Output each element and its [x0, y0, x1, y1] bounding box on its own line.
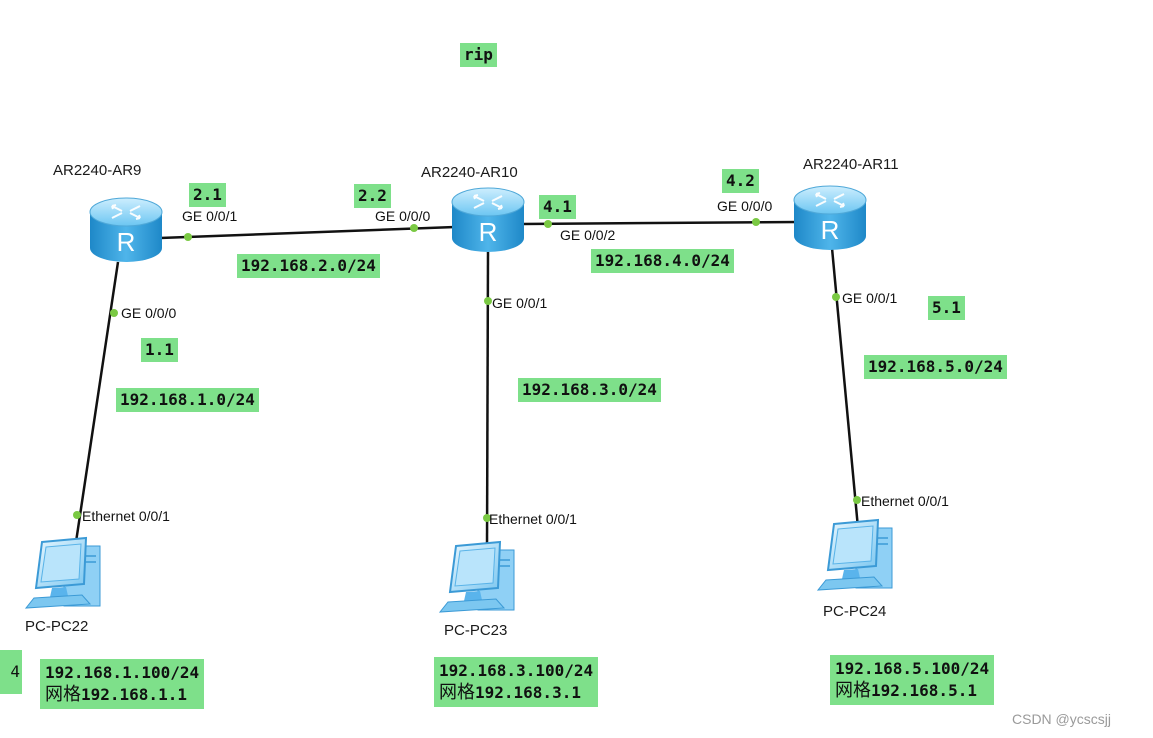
network-note-192-168-3-0: 192.168.3.0/24 — [518, 378, 661, 402]
port-label-pc23-eth: Ethernet 0/0/1 — [489, 511, 577, 527]
pc22-gateway-label: 网格 — [45, 684, 81, 705]
port-dot-ar9-ge001 — [184, 233, 192, 241]
port-dot-ar9-ge000 — [110, 309, 118, 317]
port-dot-pc24-eth — [853, 496, 861, 504]
pc23-gateway: 192.168.3.1 — [475, 683, 581, 702]
pc23-address-note: 192.168.3.100/24 网格192.168.3.1 — [434, 657, 599, 707]
ip-note-4-2: 4.2 — [722, 169, 759, 193]
watermark: CSDN @ycscsjj — [1012, 711, 1111, 727]
pc22-address-note: 192.168.1.100/24 网格192.168.1.1 — [40, 659, 205, 709]
ip-note-2-2: 2.2 — [354, 184, 391, 208]
network-note-192-168-5-0: 192.168.5.0/24 — [864, 355, 1007, 379]
pc23-gateway-line: 网格192.168.3.1 — [439, 682, 593, 704]
port-dot-ar11-ge000 — [752, 218, 760, 226]
port-dot-pc23-eth — [483, 514, 491, 522]
network-note-192-168-2-0: 192.168.2.0/24 — [237, 254, 380, 278]
port-label-ar9-ge000: GE 0/0/0 — [121, 305, 177, 321]
port-label-ar11-ge000: GE 0/0/0 — [717, 198, 773, 214]
pc-icon[interactable] — [817, 519, 893, 591]
pc24-ip: 192.168.5.100/24 — [835, 659, 990, 678]
pc-icon[interactable] — [25, 537, 101, 609]
network-note-192-168-4-0: 192.168.4.0/24 — [591, 249, 734, 273]
protocol-note: rip — [460, 43, 497, 67]
pc24-address-note: 192.168.5.100/24 网格192.168.5.1 — [830, 655, 995, 705]
router-icon[interactable] — [89, 197, 163, 263]
device-label-ar9: AR2240-AR9 — [53, 162, 142, 179]
network-note-192-168-1-0: 192.168.1.0/24 — [116, 388, 259, 412]
port-label-ar10-ge001: GE 0/0/1 — [492, 295, 548, 311]
ip-note-4-1: 4.1 — [539, 195, 576, 219]
port-dot-ar10-ge000 — [410, 224, 418, 232]
ip-note-1-1: 1.1 — [141, 338, 178, 362]
pc-icon[interactable] — [439, 541, 515, 613]
port-dot-ar10-ge001 — [484, 297, 492, 305]
port-label-ar10-ge000: GE 0/0/0 — [375, 208, 431, 224]
pc22-ip: 192.168.1.100/24 — [45, 663, 200, 682]
device-label-pc22: PC-PC22 — [25, 618, 89, 635]
pc24-gateway-label: 网格 — [835, 680, 871, 701]
port-label-pc24-eth: Ethernet 0/0/1 — [861, 493, 949, 509]
pc24-gateway: 192.168.5.1 — [871, 681, 977, 700]
port-label-ar10-ge002: GE 0/0/2 — [560, 227, 616, 243]
ip-note-5-1: 5.1 — [928, 296, 965, 320]
ip-note-2-1: 2.1 — [189, 183, 226, 207]
pc24-gateway-line: 网格192.168.5.1 — [835, 680, 989, 702]
pc22-gateway: 192.168.1.1 — [81, 685, 187, 704]
pc22-gateway-line: 网格192.168.1.1 — [45, 684, 199, 706]
router-icon[interactable] — [793, 185, 867, 251]
device-label-pc24: PC-PC24 — [823, 603, 887, 620]
cropped-note-fragment: 4 — [0, 650, 22, 694]
port-dot-ar11-ge001 — [832, 293, 840, 301]
link-ar10-pc23[interactable] — [485, 251, 490, 549]
port-label-ar11-ge001: GE 0/0/1 — [842, 290, 898, 306]
link-ar9-pc22[interactable] — [74, 261, 120, 543]
link-ar9-ar10[interactable] — [159, 225, 456, 240]
pc23-gateway-label: 网格 — [439, 682, 475, 703]
port-label-pc22-eth: Ethernet 0/0/1 — [82, 508, 170, 524]
device-label-pc23: PC-PC23 — [444, 622, 508, 639]
device-label-ar10: AR2240-AR10 — [421, 164, 518, 181]
device-label-ar11: AR2240-AR11 — [803, 156, 899, 173]
port-dot-pc22-eth — [73, 511, 81, 519]
router-icon[interactable] — [451, 187, 525, 253]
port-label-ar9-ge001: GE 0/0/1 — [182, 208, 238, 224]
pc23-ip: 192.168.3.100/24 — [439, 661, 594, 680]
port-dot-ar10-ge002 — [544, 220, 552, 228]
